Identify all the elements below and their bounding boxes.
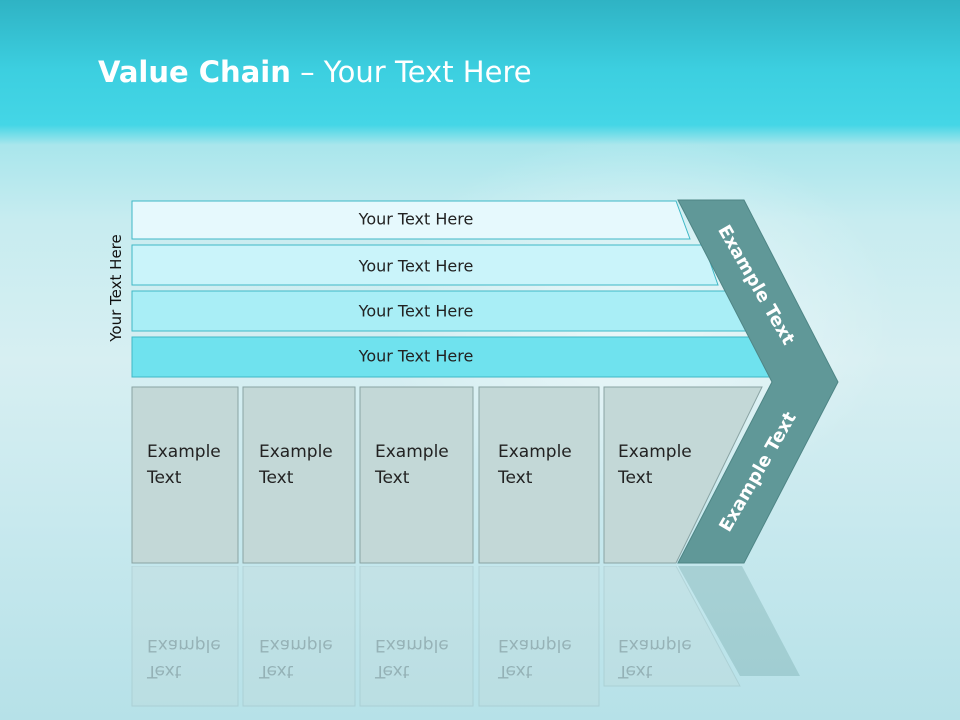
slide-title: Value Chain – Your Text Here (98, 55, 532, 89)
title-bold: Value Chain (98, 55, 291, 89)
block-4-line2: Text (498, 468, 533, 488)
activity-block-3 (359, 386, 474, 564)
bar-label-3: Your Text Here (358, 301, 474, 321)
bar-label-2: Your Text Here (358, 256, 474, 276)
activity-block-2 (242, 386, 356, 564)
block-2-line1: Example (259, 442, 333, 462)
block-1-line2: Text (147, 468, 182, 488)
block-2-line2: Text (259, 468, 294, 488)
block-5-line2: Text (618, 468, 653, 488)
bar-1 (131, 200, 691, 240)
block-1-line1: Example (147, 442, 221, 462)
block-3-line2: Text (375, 468, 410, 488)
bar-label-1: Your Text Here (358, 209, 474, 229)
activity-block-4 (478, 386, 600, 564)
activity-block-1 (131, 386, 239, 564)
title-rest: – Your Text Here (290, 55, 532, 89)
activity-block-5 (603, 386, 763, 564)
block-5-line1: Example (618, 442, 692, 462)
bar-2 (131, 244, 719, 286)
block-3-line1: Example (375, 442, 449, 462)
bar-label-4: Your Text Here (358, 346, 474, 366)
block-4-line1: Example (498, 442, 572, 462)
margin-chevron (677, 199, 839, 564)
